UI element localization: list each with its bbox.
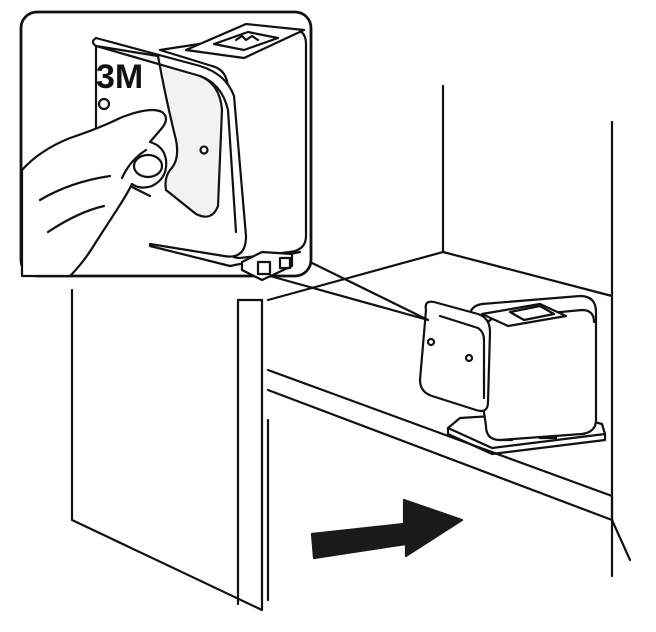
brand-logo: 3M xyxy=(96,58,143,96)
push-arrow-icon xyxy=(310,498,464,560)
callout-lines xyxy=(268,260,430,322)
peel-liner-icon xyxy=(94,44,224,218)
hand-icon xyxy=(20,108,168,278)
cabinet-icon xyxy=(70,84,632,612)
inset-filter-unit xyxy=(20,22,308,282)
filter-unit-icon xyxy=(418,294,607,456)
